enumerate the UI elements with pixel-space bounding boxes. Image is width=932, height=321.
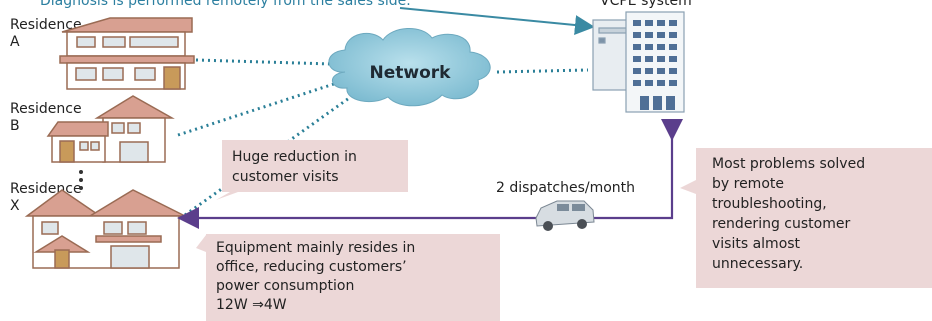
svg-text:rendering customer: rendering customer [712, 216, 850, 232]
network-cloud: Network [328, 28, 491, 107]
ellipsis-dots [79, 170, 83, 190]
svg-text:Residence: Residence [10, 181, 82, 197]
svg-text:B: B [10, 118, 20, 134]
svg-text:A: A [10, 34, 20, 50]
svg-text:Most problems solved: Most problems solved [712, 156, 865, 172]
house-b-icon [46, 95, 175, 163]
house-x-icon [24, 189, 186, 269]
svg-text:troubleshooting,: troubleshooting, [712, 196, 827, 212]
remote-troubleshooting-note: Most problems solved by remote troublesh… [680, 148, 932, 288]
system-title: VCPE system [600, 0, 692, 9]
residence-b-label: Residence B [10, 101, 82, 134]
dispatch-route [177, 119, 683, 229]
svg-text:Residence: Residence [10, 101, 82, 117]
equipment-note: Equipment mainly resides in office, redu… [196, 234, 500, 321]
svg-text:Huge reduction in: Huge reduction in [232, 149, 357, 165]
vcpe-server-icon [592, 11, 685, 113]
svg-text:power consumption: power consumption [216, 278, 354, 294]
svg-text:visits almost: visits almost [712, 236, 801, 252]
svg-text:12W ⇒4W: 12W ⇒4W [216, 297, 287, 313]
network-label: Network [370, 63, 452, 83]
svg-text:office, reducing customers’: office, reducing customers’ [216, 259, 407, 275]
dispatch-label: 2 dispatches/month [496, 180, 635, 196]
remote-diagnosis-arrow [399, 7, 595, 35]
svg-text:X: X [10, 198, 20, 214]
reduction-note: Huge reduction in customer visits [216, 140, 408, 200]
svg-text:customer visits: customer visits [232, 169, 339, 185]
top-caption: Diagnosis is performed remotely from the… [40, 0, 411, 9]
residence-a-label: Residence A [10, 17, 82, 50]
svg-text:Equipment mainly resides in: Equipment mainly resides in [216, 240, 415, 256]
svg-text:Residence: Residence [10, 17, 82, 33]
house-a-icon [59, 17, 195, 90]
svg-text:unnecessary.: unnecessary. [712, 256, 803, 272]
car-icon [535, 200, 595, 231]
svg-text:by remote: by remote [712, 176, 784, 192]
